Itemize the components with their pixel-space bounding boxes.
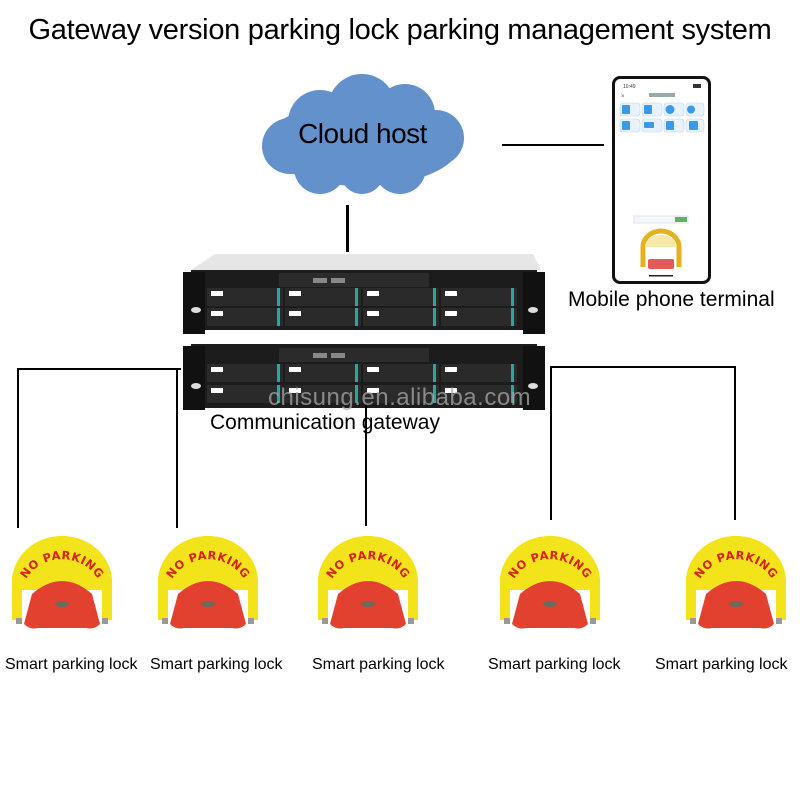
connector-left-bar	[17, 368, 181, 370]
connector-right-bar	[550, 366, 736, 368]
parking-lock-icon: NO PARKING	[12, 536, 112, 629]
smart-parking-lock-label: Smart parking lock	[5, 656, 138, 673]
smart-parking-lock-label: Smart parking lock	[150, 656, 283, 673]
cloud-host-label: Cloud host	[298, 118, 427, 149]
watermark: chisung.en.alibaba.com	[268, 384, 532, 411]
connector-lock-3	[365, 405, 367, 526]
parking-lock-icon: NO PARKING	[500, 536, 600, 629]
cloud-host-node	[250, 72, 475, 197]
smart-parking-lock-5: NO PARKING	[676, 532, 796, 632]
smart-parking-lock-label: Smart parking lock	[655, 656, 788, 673]
parking-lock-icon: NO PARKING	[318, 536, 418, 629]
gateway-server-top	[183, 254, 545, 334]
smart-parking-lock-1: NO PARKING	[2, 532, 122, 632]
parking-lock-icon: NO PARKING	[686, 536, 786, 629]
mobile-phone-label: Mobile phone terminal	[568, 288, 775, 311]
cloud-icon	[262, 74, 464, 194]
connector-lock-4	[550, 366, 552, 520]
smart-parking-lock-4: NO PARKING	[490, 532, 610, 632]
phone-app-screen: 10:49 ×	[619, 84, 705, 277]
gateway-label: Communication gateway	[210, 411, 440, 434]
smart-parking-lock-label: Smart parking lock	[488, 656, 621, 673]
connector-lock-1	[17, 368, 19, 528]
smart-parking-lock-3: NO PARKING	[308, 532, 428, 632]
mobile-phone-terminal: 10:49 ×	[612, 76, 711, 284]
connector-cloud-phone	[502, 144, 604, 146]
svg-text:×: ×	[621, 94, 625, 100]
smart-parking-lock-2: NO PARKING	[148, 532, 268, 632]
svg-text:10:49: 10:49	[623, 84, 636, 90]
connector-cloud-gateway	[346, 205, 349, 252]
connector-lock-5	[734, 366, 736, 520]
smart-parking-lock-label: Smart parking lock	[312, 656, 445, 673]
connector-lock-2	[176, 368, 178, 528]
parking-lock-icon: NO PARKING	[158, 536, 258, 629]
diagram-title: Gateway version parking lock parking man…	[28, 14, 772, 46]
gateway-server-bottom	[183, 344, 545, 410]
